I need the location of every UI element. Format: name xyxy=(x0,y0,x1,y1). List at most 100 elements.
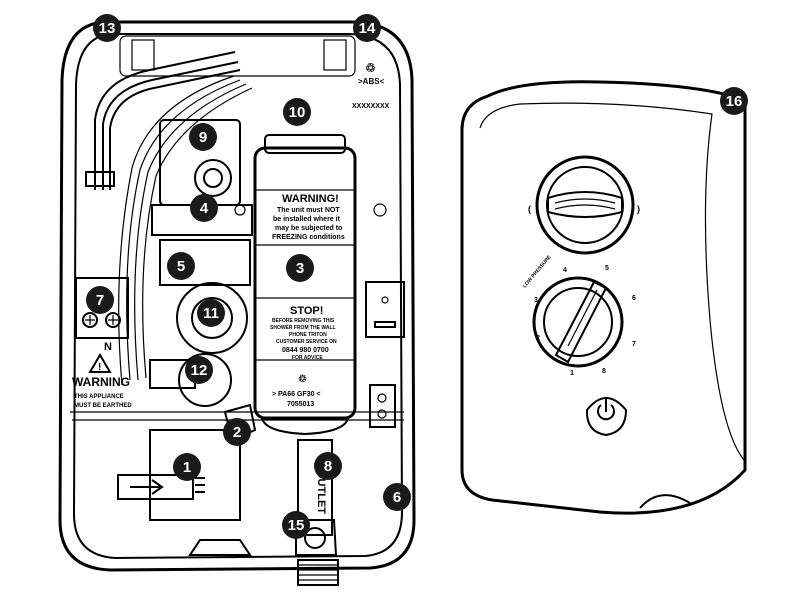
callout-8: 8 xyxy=(314,452,342,480)
part-code: 7055013 xyxy=(287,401,314,408)
callout-9: 9 xyxy=(189,123,217,151)
svg-text:15: 15 xyxy=(288,517,305,534)
callout-16: 16 xyxy=(720,87,748,115)
abs-mark: >ABS< xyxy=(358,77,385,86)
wire-bundle xyxy=(118,75,253,386)
callout-13: 13 xyxy=(93,14,121,42)
dial-number-4: 4 xyxy=(563,267,567,274)
outlet-pipe xyxy=(297,439,333,536)
top-bracket-left xyxy=(131,39,155,71)
serial-mark: XXXXXXXX xyxy=(352,103,390,110)
cover-inner-contour xyxy=(479,102,745,461)
svg-text:13: 13 xyxy=(99,20,116,37)
thermal-cutout xyxy=(365,281,405,338)
svg-text:!: ! xyxy=(98,362,101,373)
callout-4: 4 xyxy=(190,194,218,222)
svg-text:1: 1 xyxy=(183,459,191,476)
svg-text:may be subjected to: may be subjected to xyxy=(275,225,342,232)
terminal-screw-left xyxy=(82,312,98,328)
power-icon xyxy=(597,399,615,421)
backplate-inner-rim xyxy=(72,33,404,560)
recycle-icon: ♲ xyxy=(298,374,307,385)
warning-triangle-icon xyxy=(88,353,112,373)
svg-text:8: 8 xyxy=(324,458,332,475)
svg-text:PHONE TRITON: PHONE TRITON xyxy=(289,332,327,338)
low-pressure-label: LOW PRESSURE xyxy=(522,254,553,289)
top-bracket-right xyxy=(323,39,347,71)
terminal-n-label: N xyxy=(104,341,112,353)
callout-markers: 1 2 3 4 5 6 7 8 9 10 11 12 13 14 15 16 xyxy=(86,14,748,539)
freeze-warning-title: WARNING! xyxy=(282,193,339,205)
svg-text:FOR ADVICE: FOR ADVICE xyxy=(292,355,323,361)
svg-text:be installed where it: be installed where it xyxy=(273,216,341,223)
svg-text:11: 11 xyxy=(203,305,219,322)
dial-number-6: 6 xyxy=(632,295,636,302)
svg-text:FREEZING conditions: FREEZING conditions xyxy=(272,234,345,241)
valve-body xyxy=(159,239,251,286)
temperature-dial-grip xyxy=(554,280,608,364)
callout-14: 14 xyxy=(353,14,381,42)
heater-top-cap xyxy=(264,134,346,154)
outlet-label: OUTLET xyxy=(315,470,327,514)
callout-5: 5 xyxy=(167,252,195,280)
callout-3: 3 xyxy=(286,254,314,282)
stop-phone: 0844 980 0700 xyxy=(282,347,329,354)
callout-12: 12 xyxy=(185,356,213,384)
callout-2: 2 xyxy=(223,418,251,446)
svg-text:3: 3 xyxy=(296,260,304,277)
callout-6: 6 xyxy=(383,483,411,511)
svg-text:SHOWER FROM THE WALL: SHOWER FROM THE WALL xyxy=(270,325,336,331)
svg-text:12: 12 xyxy=(191,362,208,379)
callout-11: 11 xyxy=(197,299,225,327)
svg-text:7: 7 xyxy=(96,292,104,309)
svg-text:14: 14 xyxy=(359,20,376,37)
top-mount-block xyxy=(119,35,356,77)
svg-text:2: 2 xyxy=(233,424,241,441)
svg-text:BEFORE REMOVING THIS: BEFORE REMOVING THIS xyxy=(272,318,335,324)
terminal-block xyxy=(75,277,129,339)
recycle-icon-top: ♲ xyxy=(365,61,376,75)
inlet-pipe xyxy=(94,51,236,190)
front-cover: ( ) LOW PRESSURE 1 2 3 4 5 6 7 8 xyxy=(460,80,747,515)
power-dial-grip xyxy=(547,191,623,218)
callout-15: 15 xyxy=(282,511,310,539)
cover-screw-hole xyxy=(373,203,387,217)
callout-10: 10 xyxy=(283,98,311,126)
outlet-elbow xyxy=(295,519,338,556)
dial-number-3: 3 xyxy=(534,297,538,304)
power-button[interactable] xyxy=(585,397,628,437)
flow-valve xyxy=(176,282,248,354)
svg-text:(: ( xyxy=(528,204,531,214)
flow-arrow-icon xyxy=(130,479,164,495)
earth-warning-line1: THIS APPLIANCE xyxy=(74,394,124,400)
callout-7: 7 xyxy=(86,286,114,314)
pipe-clamp xyxy=(85,171,115,187)
svg-text:): ) xyxy=(637,204,640,214)
earth-warning-line2: MUST BE EARTHED xyxy=(74,403,132,409)
dial-number-2: 2 xyxy=(536,335,540,342)
terminal-screw-right xyxy=(105,312,121,328)
svg-text:4: 4 xyxy=(200,200,209,217)
svg-text:16: 16 xyxy=(726,93,743,110)
shower-unit-open: N ! WARNING THIS APPLIANCE MUST BE EARTH… xyxy=(58,20,416,586)
heater-bottom-cap xyxy=(260,417,350,436)
dial-number-8: 8 xyxy=(602,368,606,375)
dial-number-1: 1 xyxy=(570,370,574,377)
dial-number-7: 7 xyxy=(632,341,636,348)
selector-spindle xyxy=(194,159,232,197)
svg-text:6: 6 xyxy=(393,489,401,506)
cover-bottom-tab xyxy=(639,494,691,509)
inlet-arrow-box xyxy=(117,474,194,500)
callout-1: 1 xyxy=(173,453,201,481)
svg-text:10: 10 xyxy=(289,104,306,121)
backplate-outline xyxy=(58,20,416,572)
pa-code: > PA66 GF30 < xyxy=(272,391,321,398)
power-selector-dial[interactable] xyxy=(535,155,635,255)
temperature-dial[interactable] xyxy=(532,276,624,368)
solenoid-valve xyxy=(178,353,232,407)
cover-outline xyxy=(460,80,747,515)
dial-number-5: 5 xyxy=(605,265,609,272)
stop-title: STOP! xyxy=(290,305,323,317)
earth-warning-title: WARNING xyxy=(72,375,130,389)
earth-terminal xyxy=(369,384,396,428)
